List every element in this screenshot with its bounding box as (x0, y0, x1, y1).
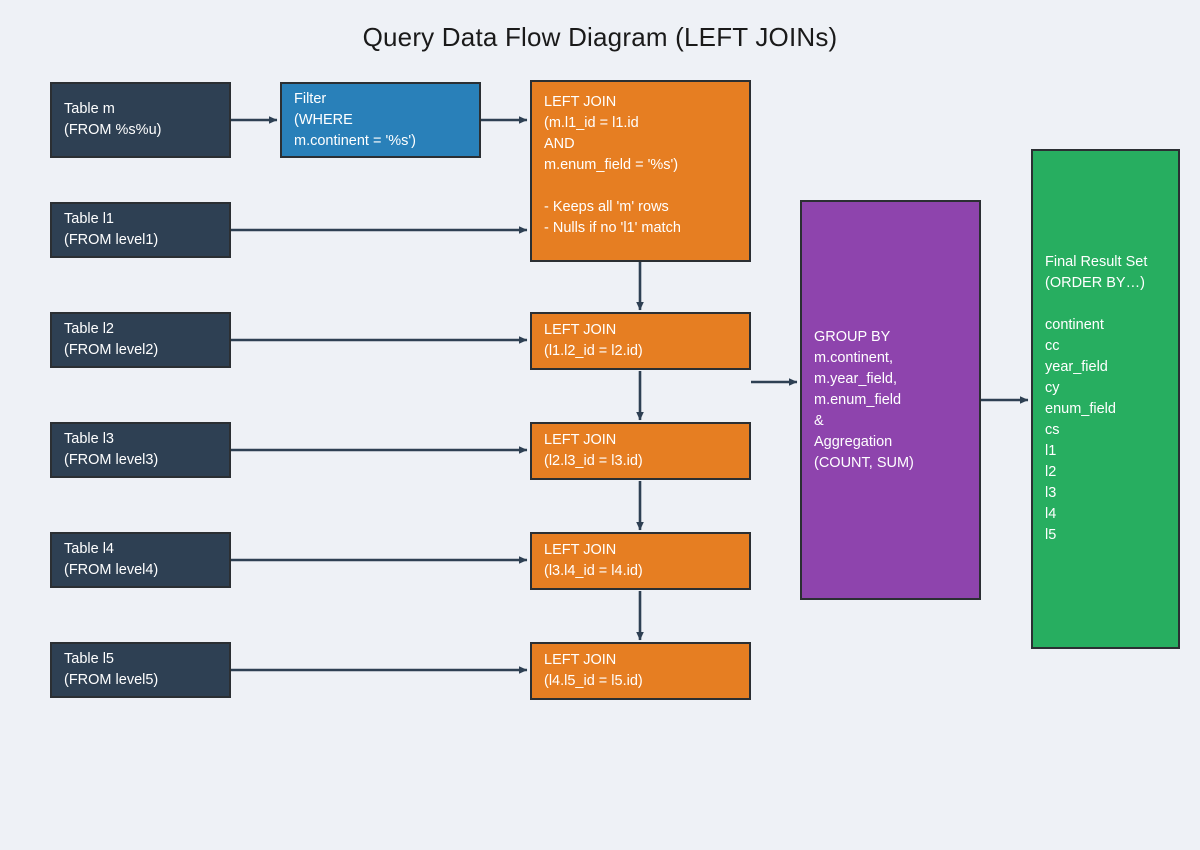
page-title: Query Data Flow Diagram (LEFT JOINs) (362, 22, 838, 52)
node-join-5[interactable]: LEFT JOIN (l4.l5_id = l5.id) (530, 642, 751, 700)
node-table-l5-label: Table l5 (FROM level5) (64, 651, 159, 688)
node-groupby[interactable]: GROUP BY m.continent, m.year_field, m.en… (800, 200, 981, 600)
node-join-5-label: LEFT JOIN (l4.l5_id = l5.id) (544, 652, 643, 689)
node-join-4-label: LEFT JOIN (l3.l4_id = l4.id) (544, 542, 643, 579)
node-join-4[interactable]: LEFT JOIN (l3.l4_id = l4.id) (530, 532, 751, 590)
node-join-2[interactable]: LEFT JOIN (l1.l2_id = l2.id) (530, 312, 751, 370)
node-table-l4-label: Table l4 (FROM level4) (64, 541, 159, 578)
node-join-1[interactable]: LEFT JOIN (m.l1_id = l1.id AND m.enum_fi… (530, 80, 751, 262)
node-result-set-label: Final Result Set (ORDER BY…) continent c… (1045, 254, 1148, 543)
node-table-l5[interactable]: Table l5 (FROM level5) (50, 642, 231, 698)
node-join-3[interactable]: LEFT JOIN (l2.l3_id = l3.id) (530, 422, 751, 480)
node-table-l3-label: Table l3 (FROM level3) (64, 431, 159, 468)
node-groupby-label: GROUP BY m.continent, m.year_field, m.en… (814, 328, 914, 471)
node-result-set[interactable]: Final Result Set (ORDER BY…) continent c… (1031, 149, 1180, 649)
node-table-l4[interactable]: Table l4 (FROM level4) (50, 532, 231, 588)
node-join-3-label: LEFT JOIN (l2.l3_id = l3.id) (544, 432, 643, 469)
node-join-1-label: LEFT JOIN (m.l1_id = l1.id AND m.enum_fi… (544, 94, 681, 236)
node-table-l3[interactable]: Table l3 (FROM level3) (50, 422, 231, 478)
node-table-l1[interactable]: Table l1 (FROM level1) (50, 202, 231, 258)
node-join-2-label: LEFT JOIN (l1.l2_id = l2.id) (544, 322, 643, 359)
node-table-l2[interactable]: Table l2 (FROM level2) (50, 312, 231, 368)
node-table-m-label: Table m (FROM %s%u) (64, 101, 162, 138)
node-table-l2-label: Table l2 (FROM level2) (64, 321, 159, 358)
node-table-l1-label: Table l1 (FROM level1) (64, 211, 159, 248)
node-filter[interactable]: Filter (WHERE m.continent = '%s') (280, 82, 481, 158)
node-filter-label: Filter (WHERE m.continent = '%s') (294, 90, 416, 149)
node-table-m[interactable]: Table m (FROM %s%u) (50, 82, 231, 158)
